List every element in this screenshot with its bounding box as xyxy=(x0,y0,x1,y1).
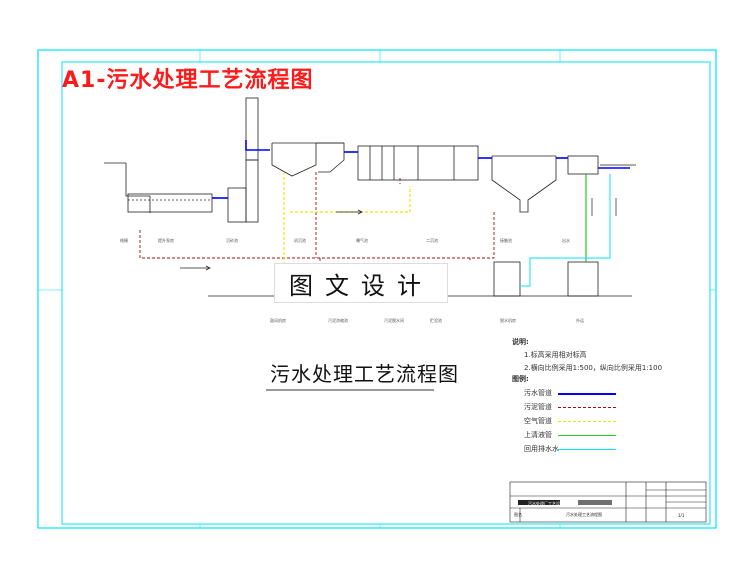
subtitle-underline xyxy=(266,389,434,391)
titleblock-project: 污水处理厂工艺设计 xyxy=(528,501,564,506)
titleblock-label-left: 图名 xyxy=(514,512,522,517)
unit-label: 沉砂池 xyxy=(226,238,238,243)
legend: 图例: 污水管道 污泥管道 空气管道 上清液管 回用排水水 xyxy=(512,374,616,456)
ground-lines xyxy=(104,162,636,297)
aeration-tank xyxy=(357,145,479,181)
legend-swatch xyxy=(558,435,616,436)
drawing-subtitle: 污水处理工艺流程图 xyxy=(270,362,459,386)
watermark-stamp: 图文设计 xyxy=(274,263,448,303)
legend-title: 图例: xyxy=(512,375,529,383)
unit-label: 脱水机房 xyxy=(500,318,516,323)
titleblock-bar-2 xyxy=(578,500,612,505)
unit-label: 外运 xyxy=(576,318,584,323)
unit-label: 出水 xyxy=(562,238,570,243)
titleblock-drawing-name: 污水处理工艺流程图 xyxy=(566,512,602,517)
sludge-pipe xyxy=(139,172,495,268)
unit-label: 鼓风机房 xyxy=(270,318,286,323)
legend-item-sludge: 污泥管道 xyxy=(512,400,616,414)
unit-label: 曝气池 xyxy=(356,238,368,243)
legend-swatch xyxy=(558,421,616,422)
contact-tank xyxy=(567,155,599,175)
legend-label: 上清液管 xyxy=(524,431,552,439)
title-block xyxy=(509,481,707,523)
unit-label: 污泥浓缩池 xyxy=(328,318,348,323)
legend-item-sewage: 污水管道 xyxy=(512,386,616,400)
notes-title: 说明: xyxy=(512,338,529,346)
unit-label: 格栅 xyxy=(120,238,128,243)
legend-swatch xyxy=(558,407,616,408)
legend-swatch xyxy=(558,393,616,395)
outer-frame xyxy=(37,49,717,529)
legend-label: 回用排水水 xyxy=(524,445,559,453)
screen-chamber xyxy=(125,163,213,213)
titleblock-dark-bar xyxy=(518,500,560,505)
notes-line: 2.横向比例采用1:500，纵向比例采用1:100 xyxy=(524,364,663,372)
lift-pump-station xyxy=(227,97,259,223)
notes-line: 1.标高采用相对标高 xyxy=(524,351,587,359)
inner-frame xyxy=(61,61,711,525)
unit-label: 提升泵房 xyxy=(158,238,174,243)
legend-label: 空气管道 xyxy=(524,417,552,425)
secondary-settling-tank xyxy=(491,155,557,213)
notes-block: 说明: 1.标高采用相对标高 2.横向比例采用1:500，纵向比例采用1:100 xyxy=(512,336,662,375)
drawing-banner-title: A1-污水处理工艺流程图 xyxy=(62,68,314,93)
sewage-pipe xyxy=(212,140,630,199)
flow-arrows xyxy=(180,198,617,271)
primary-settling-tank xyxy=(271,142,345,177)
unit-label: 初沉池 xyxy=(294,238,306,243)
legend-label: 污水管道 xyxy=(524,389,552,397)
unit-label: 接触池 xyxy=(500,238,512,243)
legend-item-supernatant: 上清液管 xyxy=(512,428,616,442)
legend-item-air: 空气管道 xyxy=(512,414,616,428)
titleblock-page: 1/1 xyxy=(678,513,685,518)
reuse-water-pipe xyxy=(520,174,611,287)
unit-label: 二沉池 xyxy=(426,238,438,243)
air-pipe xyxy=(283,172,411,268)
legend-swatch xyxy=(558,449,616,450)
legend-label: 污泥管道 xyxy=(524,403,552,411)
unit-label: 贮泥池 xyxy=(430,318,442,323)
unit-label: 污泥脱水间 xyxy=(384,318,404,323)
legend-item-reuse: 回用排水水 xyxy=(512,442,616,456)
